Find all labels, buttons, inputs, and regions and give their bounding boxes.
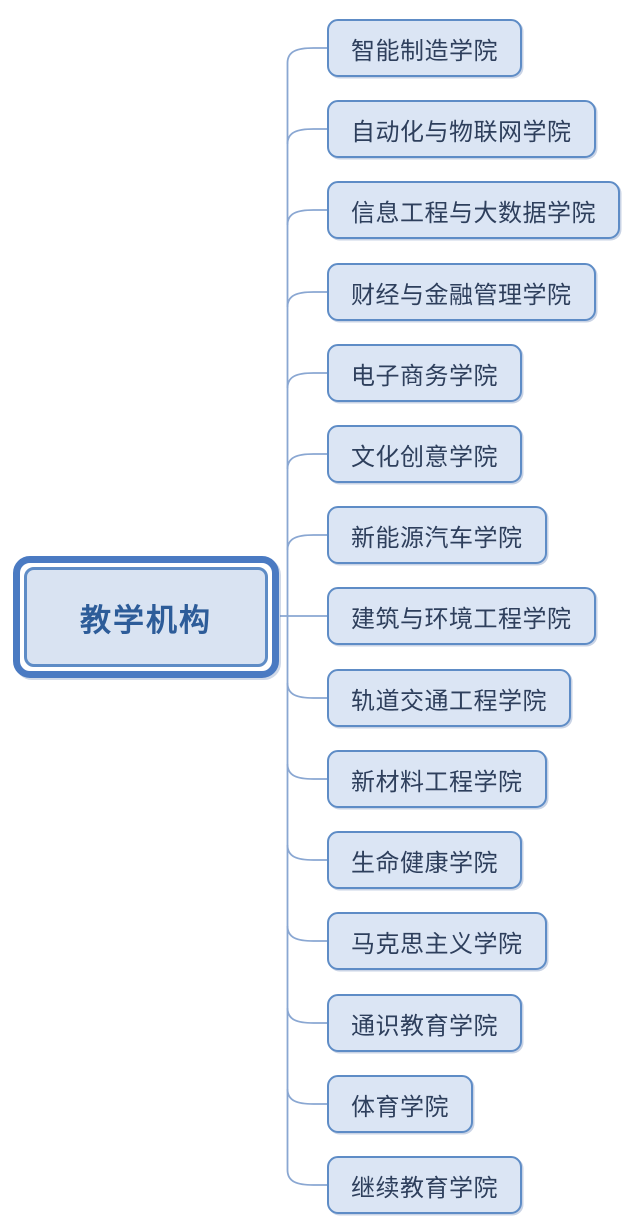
mindmap-node-label: 体育学院 [351,1093,449,1121]
mindmap-node-label: 建筑与环境工程学院 [351,605,572,633]
mindmap-node[interactable]: 自动化与物联网学院 [327,100,596,158]
mindmap-node-label: 通识教育学院 [351,1012,498,1040]
mindmap-node[interactable]: 继续教育学院 [327,1156,522,1214]
mindmap-node[interactable]: 智能制造学院 [327,19,522,77]
connector-line [286,925,331,942]
mindmap-node[interactable]: 财经与金融管理学院 [327,263,596,321]
connector-line [286,209,331,226]
mindmap-node-label: 新材料工程学院 [351,768,523,796]
connector-line [286,128,331,145]
mindmap-node[interactable]: 体育学院 [327,1075,473,1133]
connector-line [286,291,331,308]
connector-line [286,682,331,699]
mindmap-node-label: 文化创意学院 [351,443,498,471]
mindmap-node-label: 智能制造学院 [351,37,498,65]
mindmap-node[interactable]: 生命健康学院 [327,831,522,889]
mindmap-node[interactable]: 电子商务学院 [327,344,522,402]
mindmap-node-label: 继续教育学院 [351,1174,498,1202]
connector-line [286,763,331,780]
connector-line [286,372,331,389]
connector-line [286,453,331,470]
mindmap-node-label: 马克思主义学院 [351,930,523,958]
mindmap-node[interactable]: 信息工程与大数据学院 [327,181,620,239]
connector-line [286,534,331,551]
mindmap-node[interactable]: 建筑与环境工程学院 [327,587,596,645]
mindmap-node[interactable]: 新能源汽车学院 [327,506,547,564]
mindmap-node-label: 信息工程与大数据学院 [351,199,596,227]
root-node-label: 教学机构 [80,602,212,638]
mindmap-node-label: 生命健康学院 [351,849,498,877]
mindmap-node[interactable]: 文化创意学院 [327,425,522,483]
mindmap-node-label: 自动化与物联网学院 [351,118,572,146]
mindmap-node[interactable]: 通识教育学院 [327,994,522,1052]
mindmap-node[interactable]: 马克思主义学院 [327,912,547,970]
mindmap-node[interactable]: 新材料工程学院 [327,750,547,808]
connector-line [286,844,331,861]
connector-line [286,1007,331,1024]
root-node-inner: 教学机构 [24,567,268,667]
mindmap-node[interactable]: 轨道交通工程学院 [327,669,571,727]
root-node[interactable]: 教学机构 [13,556,279,678]
connector-line [286,1088,331,1105]
mindmap-node-label: 新能源汽车学院 [351,524,523,552]
connector-line [286,47,331,64]
mindmap-node-label: 电子商务学院 [351,362,498,390]
mindmap-node-label: 轨道交通工程学院 [351,687,547,715]
connector-line [286,1169,331,1186]
mindmap-node-label: 财经与金融管理学院 [351,281,572,309]
